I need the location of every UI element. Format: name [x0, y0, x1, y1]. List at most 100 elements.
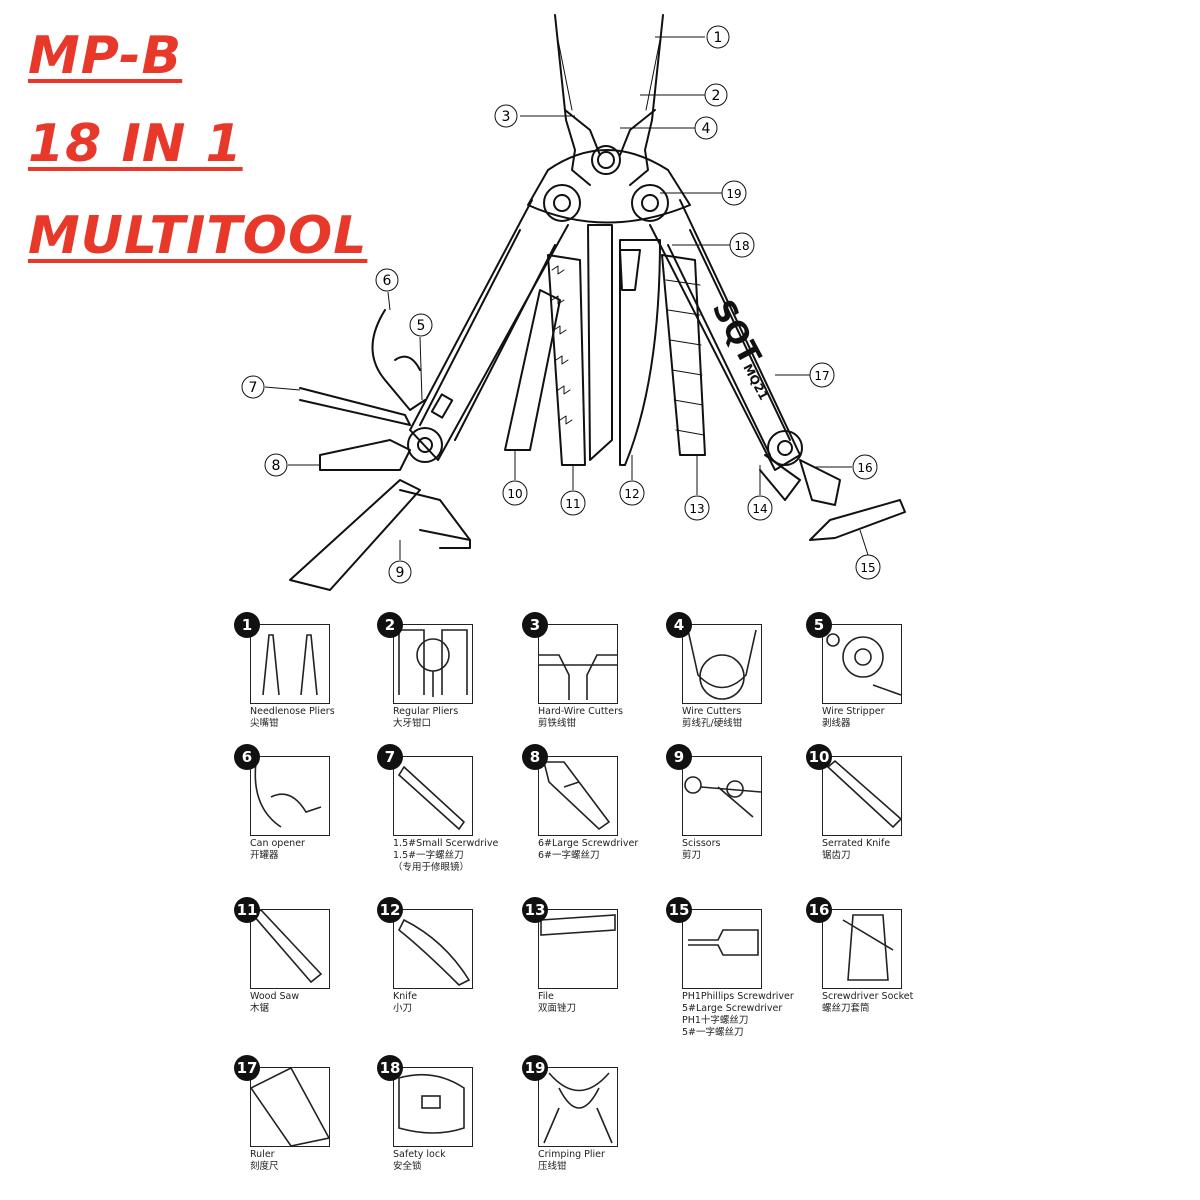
callout-9: 9 [388, 560, 412, 584]
pivot-right [631, 184, 669, 222]
tool-thumbnail [682, 756, 762, 836]
title-line-2: 18 IN 1 [28, 114, 243, 174]
tool-thumbnail [538, 756, 618, 836]
svg-text:10: 10 [507, 487, 522, 501]
screwdriver-socket [799, 459, 841, 506]
tool-thumbnail [822, 909, 902, 989]
multitool-diagram: SQT MQ21 1 2 3 [241, 14, 906, 591]
tool-thumbnail [822, 624, 902, 704]
large-screwdriver [319, 439, 411, 471]
plier-jaw-right [629, 14, 664, 186]
tool-thumbnail [538, 624, 618, 704]
svg-text:6: 6 [383, 273, 392, 289]
tool-thumbnail [682, 624, 762, 704]
callout-10: 10 [502, 480, 528, 506]
tool-number-badge: 8 [522, 744, 548, 770]
svg-text:3: 3 [502, 109, 511, 125]
svg-text:1: 1 [714, 30, 723, 46]
pivot-left [543, 184, 581, 222]
tool-number-badge: 9 [666, 744, 692, 770]
callout-18: 18 [729, 232, 755, 258]
file-blade [661, 254, 706, 456]
brand-mark: SQT [705, 294, 768, 371]
tool-thumbnail [393, 624, 473, 704]
svg-text:17: 17 [814, 369, 829, 383]
tool-number-badge: 17 [234, 1055, 260, 1081]
svg-text:8: 8 [272, 458, 281, 474]
callout-11: 11 [560, 490, 586, 516]
title-line-3: MULTITOOL [28, 206, 368, 266]
svg-text:16: 16 [857, 461, 872, 475]
svg-text:9: 9 [396, 565, 405, 581]
callout-17: 17 [809, 362, 835, 388]
svg-text:13: 13 [689, 502, 704, 516]
tool-number-badge: 19 [522, 1055, 548, 1081]
svg-text:7: 7 [249, 380, 258, 396]
svg-text:14: 14 [752, 502, 767, 516]
svg-text:15: 15 [860, 561, 875, 575]
tool-number-badge: 10 [806, 744, 832, 770]
tool-thumbnail [250, 909, 330, 989]
svg-text:12: 12 [624, 487, 639, 501]
main-blade [587, 224, 613, 461]
tool-thumbnail [393, 909, 473, 989]
callout-12: 12 [619, 480, 645, 506]
tool-number-badge: 15 [666, 897, 692, 923]
tool-thumbnail [393, 1067, 473, 1147]
callout-2: 2 [704, 83, 728, 107]
callout-19: 19 [721, 180, 747, 206]
bit [809, 499, 906, 541]
tool-number-badge: 12 [377, 897, 403, 923]
svg-text:18: 18 [734, 239, 749, 253]
callout-14: 14 [747, 495, 773, 521]
tool-thumbnail [682, 909, 762, 989]
tool-number-badge: 11 [234, 897, 260, 923]
callout-6: 6 [375, 268, 399, 292]
svg-text:4: 4 [702, 121, 711, 137]
handle-left [409, 199, 569, 461]
pivot-screw [591, 145, 621, 175]
tool-number-badge: 18 [377, 1055, 403, 1081]
title-line-1: MP-B [28, 26, 183, 86]
tool-thumbnail [822, 756, 902, 836]
callout-13: 13 [684, 495, 710, 521]
svg-text:19: 19 [726, 187, 741, 201]
knife-blade [619, 239, 661, 466]
small-screwdriver [299, 387, 411, 426]
callout-8: 8 [264, 453, 288, 477]
tool-thumbnail [250, 1067, 330, 1147]
tool-number-badge: 5 [806, 612, 832, 638]
callout-3: 3 [494, 104, 518, 128]
tool-number-badge: 3 [522, 612, 548, 638]
tool-thumbnail [538, 1067, 618, 1147]
callout-16: 16 [852, 454, 878, 480]
tool-number-badge: 1 [234, 612, 260, 638]
can-opener [371, 309, 426, 411]
callout-7: 7 [241, 375, 265, 399]
tool-thumbnail [538, 909, 618, 989]
svg-text:5: 5 [417, 318, 426, 334]
tool-number-badge: 7 [377, 744, 403, 770]
plier-jaw-left [554, 14, 591, 186]
callout-15: 15 [855, 554, 881, 580]
wood-saw-blade [547, 254, 586, 466]
callout-4: 4 [694, 116, 718, 140]
callout-1: 1 [706, 25, 730, 49]
